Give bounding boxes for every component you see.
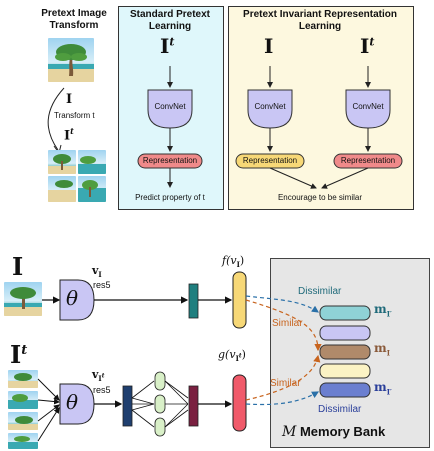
dissimilar-bottom-arrow xyxy=(245,391,320,406)
invariant-convnet-left-label: ConvNet xyxy=(254,102,286,111)
bank-entry-4 xyxy=(319,363,371,379)
top-theta-shape xyxy=(59,279,95,321)
standard-convnet-label: ConvNet xyxy=(154,102,186,111)
tree-photo xyxy=(48,38,94,82)
standard-caption: Predict property of t xyxy=(135,193,205,202)
invariant-caption: Encourage to be similar xyxy=(277,193,363,202)
bank-entry-3 xyxy=(319,344,371,360)
bottom-patch-1 xyxy=(8,370,38,388)
g-function-label: g(vIt) xyxy=(218,348,246,364)
invariant-right-input-symbol: It xyxy=(360,34,375,58)
f-function-label: f(vI) xyxy=(222,254,245,270)
f-feature-box xyxy=(232,271,247,329)
bottom-tree-photo xyxy=(4,282,42,316)
top-theta-label: θ xyxy=(66,286,79,310)
pretext-input-symbol: I xyxy=(66,92,73,107)
m-top-label: mI′ xyxy=(374,302,392,319)
standard-pipeline xyxy=(137,66,203,188)
standard-pretext-title: Standard Pretext Learning xyxy=(129,9,211,32)
g-feature-box xyxy=(232,374,247,432)
bottom-patch-3 xyxy=(8,412,38,430)
invariant-convnet-right-shape xyxy=(345,89,391,129)
invariant-pipeline xyxy=(235,66,403,189)
top-res5-label: res5 xyxy=(93,280,111,290)
bank-entry-5 xyxy=(319,382,371,398)
mlp-node-3 xyxy=(154,417,166,437)
bottom-maroon-bar xyxy=(188,385,199,427)
invariant-representation-right-label: Representation xyxy=(340,156,396,165)
bottom-patch-4 xyxy=(8,433,38,449)
transform-label: Transform t xyxy=(54,111,95,120)
mlp-node-1 xyxy=(154,371,166,391)
bottom-input-symbol: I xyxy=(12,252,24,281)
transformed-patch-3 xyxy=(48,176,76,202)
standard-representation-label: Representation xyxy=(142,156,198,165)
transformed-patch-4 xyxy=(78,176,106,202)
similar-bottom-label: Similar xyxy=(270,378,301,389)
bottom-res5-label: res5 xyxy=(93,385,111,395)
invariant-title: Pretext Invariant Representation Learnin… xyxy=(243,9,397,32)
similar-top-label: Similar xyxy=(272,318,303,329)
invariant-left-input-symbol: I xyxy=(264,34,274,58)
bottom-theta-label: θ xyxy=(66,390,79,414)
bottom-navy-bar xyxy=(122,385,133,427)
standard-convnet-shape xyxy=(147,89,193,129)
standard-input-symbol: It xyxy=(160,34,175,58)
bottom-feature-label: vIt xyxy=(92,368,105,384)
pretext-output-symbol: It xyxy=(64,126,74,144)
top-teal-bar xyxy=(188,283,199,319)
bottom-patch-2 xyxy=(8,391,38,409)
bank-entry-2 xyxy=(319,325,371,341)
dissimilar-top-arrow xyxy=(245,295,319,313)
invariant-convnet-right-label: ConvNet xyxy=(352,102,384,111)
invariant-convnet-left-shape xyxy=(247,89,293,129)
pretext-transform-title: Pretext Image Transform xyxy=(41,8,107,31)
mlp-node-2 xyxy=(154,394,166,414)
dissimilar-top-label: Dissimilar xyxy=(298,286,342,297)
transformed-patch-2 xyxy=(78,150,106,174)
similar-top-arrow xyxy=(245,299,322,352)
dissimilar-bottom-label: Dissimilar xyxy=(318,404,362,415)
transformed-patch-1 xyxy=(48,150,76,174)
m-bot-label: mI′ xyxy=(374,380,392,397)
invariant-representation-left-label: Representation xyxy=(242,156,298,165)
m-mid-label: mI xyxy=(374,341,390,358)
memory-bank-title: M Memory Bank xyxy=(282,424,386,440)
bottom-transformed-symbol: It xyxy=(10,340,28,369)
top-feature-label: vI xyxy=(92,264,102,280)
bank-entry-1 xyxy=(319,305,371,321)
bottom-theta-shape xyxy=(59,383,95,425)
